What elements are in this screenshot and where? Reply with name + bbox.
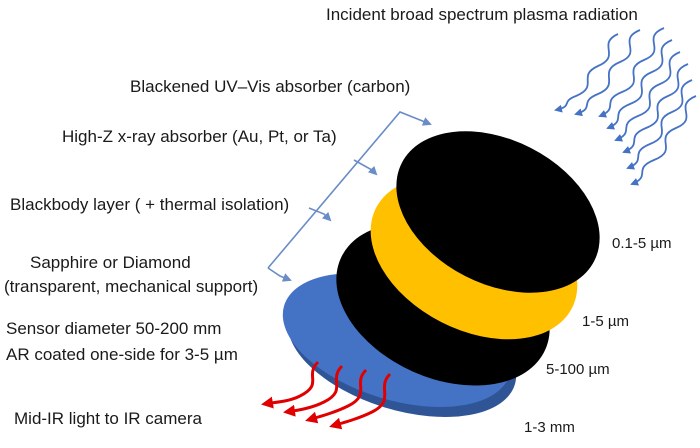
leader-substrate <box>267 267 292 282</box>
xray-absorber-label: High-Z x-ray absorber (Au, Pt, or Ta) <box>62 127 337 146</box>
incident-wave-arrow <box>574 29 641 117</box>
incident-wave-arrow <box>554 33 619 113</box>
label-leader-lines <box>267 111 432 282</box>
blackbody-thickness-label: 5-100 µm <box>546 361 610 378</box>
incident-wave-arrow <box>606 39 673 130</box>
output-arrow <box>261 360 320 409</box>
leader-xray <box>353 159 378 176</box>
output-label: Mid-IR light to IR camera <box>14 409 203 428</box>
output-arrow <box>305 368 368 424</box>
absorber-thickness-label: 0.1-5 µm <box>612 235 672 252</box>
output-arrow <box>283 364 344 417</box>
incident-wave-arrow <box>622 63 689 154</box>
substrate-label-line1: Sapphire or Diamond <box>30 253 191 272</box>
incident-radiation-label: Incident broad spectrum plasma radiation <box>326 5 638 24</box>
leader-uv-vis <box>267 111 432 269</box>
blackbody-layer-label: Blackbody layer ( + thermal isolation) <box>10 195 289 214</box>
incident-wave-arrow <box>614 51 681 142</box>
substrate-label-line2: (transparent, mechanical support) <box>4 277 258 296</box>
incident-radiation-arrows <box>554 27 697 186</box>
output-arrow <box>329 372 392 430</box>
uv-vis-absorber-disc <box>396 131 600 293</box>
substrate-thickness-label: 1-3 mm <box>524 419 575 436</box>
output-ir-arrows <box>261 360 392 430</box>
incident-wave-arrow <box>598 27 665 118</box>
sensor-label-line2: AR coated one-side for 3-5 µm <box>6 345 238 364</box>
incident-wave-arrow <box>630 95 697 186</box>
uv-vis-absorber-label: Blackened UV–Vis absorber (carbon) <box>130 77 410 96</box>
incident-wave-arrow <box>626 79 693 170</box>
xray-thickness-label: 1-5 µm <box>582 313 629 330</box>
sensor-label-line1: Sensor diameter 50-200 mm <box>6 319 221 338</box>
leader-blackbody <box>308 207 332 222</box>
